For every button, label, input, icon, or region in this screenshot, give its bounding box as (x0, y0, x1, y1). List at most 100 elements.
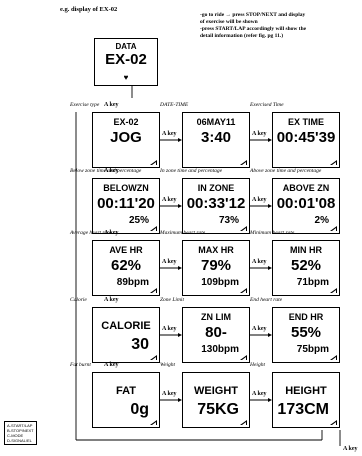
arrow-head-icon (268, 333, 272, 337)
lcd-sub-line: 109bpm (201, 277, 239, 288)
note-line: -press START/LAP accordingly will show t… (200, 25, 307, 32)
data-screen-title: DATA (115, 42, 137, 51)
lcd-screen: WEIGHT 75KG (182, 372, 250, 428)
lcd-top-line: BELOWZN (103, 183, 149, 193)
instruction-notes: -go to ride → press STOP/NEXT and displa… (200, 12, 360, 40)
lcd-main-line: WEIGHT (194, 385, 238, 397)
lcd-sub-line: 173CM (277, 401, 329, 418)
lcd-sub-line: 71bpm (296, 277, 329, 288)
lcd-screen: BELOWZN 00:11'20 25% (92, 178, 160, 234)
lcd-main-line: 00:45'39 (276, 129, 336, 146)
lcd-main-line: CALORIE (101, 320, 151, 332)
lcd-top-line: ZN LIM (201, 312, 231, 322)
note-line: detail information (refer fig. pg 11.) (200, 32, 284, 39)
lcd-main-line: FAT (116, 385, 136, 397)
arrow-head-icon (178, 333, 182, 337)
a-key-label: A key (252, 391, 267, 397)
screen-caption: DATE-TIME (160, 102, 189, 108)
lcd-screen: FAT 0g (92, 372, 160, 428)
lcd-sub-line: 25% (128, 215, 149, 226)
heart-icon: ♥ (123, 73, 129, 82)
signal-triangle-icon (150, 355, 157, 360)
signal-triangle-icon (330, 226, 337, 231)
lcd-screen: AVE HR 62% 89bpm (92, 240, 160, 296)
a-key-label: A key (252, 259, 267, 265)
screen-caption: Weight (160, 362, 176, 368)
signal-triangle-icon (330, 420, 337, 425)
screen-caption: Maximum heart rate (160, 230, 206, 236)
signal-triangle-icon (330, 355, 337, 360)
arrow-head-icon (268, 266, 272, 270)
lcd-main-line: 80- (205, 324, 227, 341)
lcd-main-line: 55% (290, 324, 322, 341)
arrow-head-icon (268, 398, 272, 402)
lcd-main-line: 52% (290, 257, 322, 274)
screen-caption: Fat burnt (70, 362, 91, 368)
screen-caption: Zone Limit (160, 297, 184, 303)
lcd-main-line: 00:33'12 (186, 195, 246, 212)
legend-item: C-MODE (7, 433, 24, 438)
lcd-top-line: ABOVE ZN (282, 183, 330, 193)
lcd-main-line: JOG (110, 129, 142, 146)
a-key-label: A key (252, 131, 267, 137)
arrow-head-icon (178, 266, 182, 270)
lcd-main-line: 79% (200, 257, 232, 274)
signal-triangle-icon (330, 160, 337, 165)
lcd-screen: MIN HR 52% 71bpm (272, 240, 340, 296)
down-a-key-label: A key (104, 230, 119, 236)
screen-caption: End heart rate (250, 297, 283, 303)
down-a-key-label: A key (104, 102, 119, 108)
data-screen: DATA EX-02 ♥ (94, 38, 158, 86)
a-key-label: A key (162, 259, 177, 265)
a-key-label: A key (162, 131, 177, 137)
signal-triangle-icon (330, 288, 337, 293)
down-a-key-label: A key (104, 362, 119, 368)
lcd-sub-line: 0g (130, 401, 149, 418)
legend-item: D-SIGNAL/EL (7, 438, 32, 443)
arrow-head-icon (178, 398, 182, 402)
screen-caption: Calorie (70, 297, 87, 303)
lcd-top-line: IN ZONE (197, 183, 235, 193)
screen-caption: Below zone time and percentage (70, 168, 142, 174)
signal-triangle-icon (150, 288, 157, 293)
lcd-top-line: AVE HR (109, 245, 143, 255)
signal-triangle-icon (240, 288, 247, 293)
arrow-head-icon (268, 204, 272, 208)
a-key-label: A key (162, 197, 177, 203)
lcd-main-line: 00:11'20 (97, 195, 155, 212)
page-heading: e.g. display of EX-02 (60, 6, 118, 13)
arrow-head-icon (178, 138, 182, 142)
lcd-sub-line: 89bpm (116, 277, 149, 288)
bottom-a-key-label: A key (343, 446, 358, 452)
signal-triangle-icon (240, 420, 247, 425)
lcd-top-line: MIN HR (290, 245, 322, 255)
data-screen-exercise: EX-02 (105, 51, 147, 68)
down-a-key-label: A key (104, 297, 119, 303)
lcd-sub-line: 30 (131, 336, 149, 353)
arrow-head-icon (268, 138, 272, 142)
screen-caption: Exercise type (70, 102, 100, 108)
screen-caption: Minimum heart rate (250, 230, 295, 236)
lcd-top-line: 06MAY11 (196, 117, 236, 127)
signal-triangle-icon (150, 160, 157, 165)
signal-triangle-icon (240, 160, 247, 165)
lcd-sub-line: 2% (314, 215, 329, 226)
signal-triangle-icon (240, 226, 247, 231)
lcd-main-line: 62% (110, 257, 142, 274)
lcd-top-line: EX-02 (113, 117, 139, 127)
lcd-screen: CALORIE 30 (92, 307, 160, 363)
button-legend: A-START/LAP B-STOP/NEXT C-MODE D-SIGNAL/… (4, 421, 37, 445)
legend-item: A-START/LAP (7, 423, 33, 428)
lcd-sub-line: 75KG (197, 401, 239, 418)
signal-triangle-icon (150, 420, 157, 425)
lcd-sub-line: 130bpm (201, 344, 239, 355)
screen-caption: Above zone time and percentage (250, 168, 322, 174)
lcd-top-line: EX TIME (287, 117, 324, 127)
a-key-label: A key (162, 326, 177, 332)
